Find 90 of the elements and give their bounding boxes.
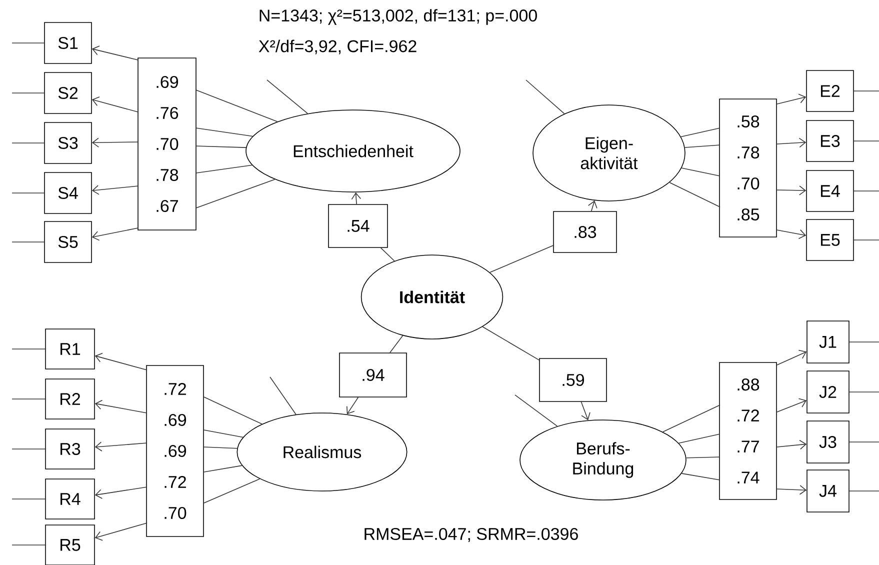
loading-arrow	[776, 398, 807, 412]
loading-arrow	[776, 485, 807, 495]
loading-arrow	[94, 486, 148, 499]
path-arrow	[351, 192, 362, 204]
indicator-box: J3	[806, 420, 850, 464]
indicator-box: E4	[806, 170, 854, 212]
loading-line	[204, 430, 244, 438]
disturbance-line	[514, 394, 558, 427]
disturbance-line	[526, 80, 565, 114]
coefficient-box: .83	[553, 211, 617, 253]
coefficient-box: .59	[539, 358, 607, 402]
error-line	[12, 544, 46, 546]
indicator-box: R2	[45, 378, 95, 420]
coefficient-box: .54	[328, 204, 388, 248]
loading-arrow	[94, 352, 148, 370]
loading-line	[196, 90, 278, 122]
indicator-box: R5	[45, 524, 95, 565]
disturbance-line	[266, 80, 308, 114]
indicator-box: J1	[806, 320, 850, 364]
disturbance-line	[270, 376, 296, 415]
indicator-box: E2	[806, 70, 854, 112]
loading-line	[669, 182, 720, 208]
indicator-box: J2	[806, 370, 850, 414]
loading-line	[662, 404, 720, 432]
loading-line	[204, 396, 262, 424]
indicator-box: E3	[806, 120, 854, 162]
loading-arrow	[94, 442, 148, 452]
loading-line	[204, 446, 238, 449]
loading-arrow	[92, 185, 138, 195]
loading-line	[686, 456, 720, 458]
coefficient-box: .94	[339, 352, 407, 398]
fit-statistics: RMSEA=.047; SRMR=.0396	[364, 528, 578, 542]
indicator-box: S5	[44, 221, 92, 263]
fit-statistics: N=1343; χ²=513,002, df=131; p=.000	[260, 9, 537, 25]
loadings-box: .72 .69 .69 .72 .70	[146, 365, 204, 537]
path-line	[490, 245, 554, 273]
path-arrow	[588, 200, 598, 212]
error-line	[854, 90, 879, 92]
loading-line	[196, 146, 246, 148]
path-arrow	[346, 396, 359, 414]
loading-arrow	[776, 440, 807, 450]
loading-arrow	[776, 186, 806, 196]
error-line	[12, 398, 46, 400]
error-line	[854, 140, 879, 142]
loadings-box: .88 .72 .77 .74	[719, 362, 777, 500]
loading-arrow	[92, 138, 138, 148]
loading-line	[204, 478, 260, 504]
loading-arrow	[776, 350, 807, 366]
loading-arrow	[94, 400, 148, 414]
loading-arrow	[92, 46, 138, 60]
indicator-box: R3	[45, 428, 95, 470]
indicator-box: E5	[806, 219, 854, 261]
error-line	[12, 348, 46, 350]
indicator-box: S4	[44, 172, 92, 214]
loading-line	[196, 178, 276, 208]
path-line	[390, 335, 404, 353]
loading-line	[680, 128, 720, 138]
loading-arrow	[94, 522, 148, 541]
error-line	[12, 92, 44, 94]
loadings-box: .58 .78 .70 .85	[719, 98, 777, 238]
indicator-box: J4	[806, 470, 850, 512]
error-line	[854, 190, 879, 192]
loading-arrow	[776, 138, 806, 148]
indicator-box: S1	[44, 22, 92, 64]
path-arrow	[580, 402, 590, 420]
loading-line	[678, 434, 720, 444]
indicator-box: R4	[45, 478, 95, 520]
error-line	[12, 142, 44, 144]
path-line	[482, 326, 540, 360]
error-line	[12, 192, 44, 194]
indicator-box: R1	[45, 328, 95, 370]
path-line	[380, 247, 395, 262]
loading-arrow	[776, 94, 806, 104]
loading-line	[196, 128, 254, 137]
loading-line	[196, 164, 252, 174]
loading-line	[681, 168, 720, 176]
error-line	[12, 42, 44, 44]
loading-line	[681, 473, 720, 480]
error-line	[12, 448, 46, 450]
indicator-box: S2	[44, 72, 92, 114]
error-line	[849, 490, 879, 492]
loadings-box: .69 .76 .70 .78 .67	[138, 58, 196, 230]
loading-line	[684, 144, 720, 148]
error-line	[12, 498, 46, 500]
loading-arrow	[92, 228, 138, 241]
indicator-box: S3	[44, 122, 92, 164]
fit-statistics: X²/df=3,92, CFI=.962	[258, 40, 416, 54]
loading-arrow	[776, 229, 806, 240]
loading-line	[204, 465, 242, 472]
loading-arrow	[92, 96, 138, 112]
